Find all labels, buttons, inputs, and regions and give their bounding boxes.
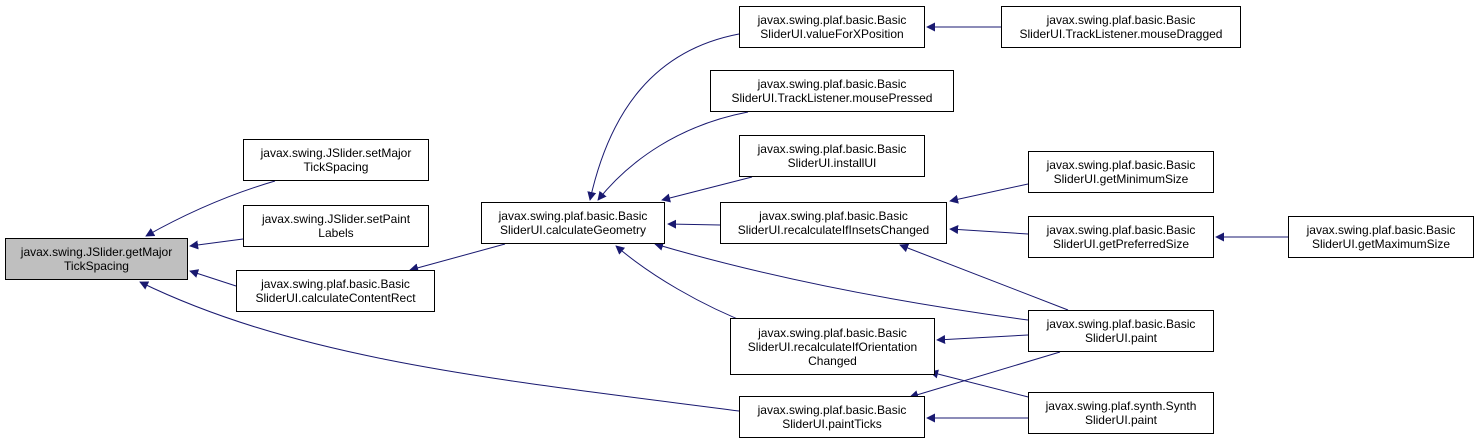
edge-getPreferredSize-to-recalculateIfInsetsChanged xyxy=(949,225,1029,235)
edge-mousePressed-to-calculateGeometry xyxy=(597,111,749,201)
node-calculateGeometry[interactable]: javax.swing.plaf.basic.Basic SliderUI.ca… xyxy=(481,202,665,244)
edge-recalculateIfInsetsChanged-to-calculateGeometry xyxy=(667,219,721,229)
edge-paint-to-recalculateIfOrientationChanged xyxy=(936,334,1029,345)
node-setMajorTickSpacing[interactable]: javax.swing.JSlider.setMajor TickSpacing xyxy=(243,139,429,181)
edge-calculateGeometry-to-calculateContentRect xyxy=(409,243,506,273)
edge-setPaintLabels-to-getMajorTickSpacing xyxy=(189,238,244,250)
node-paintTicks[interactable]: javax.swing.plaf.basic.Basic SliderUI.pa… xyxy=(739,396,925,438)
node-calculateContentRect[interactable]: javax.swing.plaf.basic.Basic SliderUI.ca… xyxy=(236,270,435,312)
node-getMaximumSize[interactable]: javax.swing.plaf.basic.Basic SliderUI.ge… xyxy=(1288,216,1474,258)
node-recalculateIfInsetsChanged[interactable]: javax.swing.plaf.basic.Basic SliderUI.re… xyxy=(720,202,947,244)
edge-installUI-to-calculateGeometry xyxy=(661,176,753,203)
node-synthPaint[interactable]: javax.swing.plaf.synth.Synth SliderUI.pa… xyxy=(1028,392,1214,434)
node-getMajorTickSpacing[interactable]: javax.swing.JSlider.getMajor TickSpacing xyxy=(5,238,188,280)
node-getPreferredSize[interactable]: javax.swing.plaf.basic.Basic SliderUI.ge… xyxy=(1028,216,1214,258)
edge-recalculateIfOrientationChanged-to-calculateGeometry xyxy=(615,245,756,327)
node-recalculateIfOrientationChanged[interactable]: javax.swing.plaf.basic.Basic SliderUI.re… xyxy=(730,318,935,375)
edge-paintTicks-to-getMajorTickSpacing xyxy=(139,281,740,412)
node-setPaintLabels[interactable]: javax.swing.JSlider.setPaint Labels xyxy=(243,205,429,247)
edge-calculateContentRect-to-getMajorTickSpacing xyxy=(189,269,237,287)
edge-getMinimumSize-to-recalculateIfInsetsChanged xyxy=(949,183,1029,204)
edge-valueForXPosition-to-calculateGeometry xyxy=(587,33,740,201)
node-installUI[interactable]: javax.swing.plaf.basic.Basic SliderUI.in… xyxy=(739,135,925,177)
node-paint[interactable]: javax.swing.plaf.basic.Basic SliderUI.pa… xyxy=(1028,310,1214,352)
node-mousePressed[interactable]: javax.swing.plaf.basic.Basic SliderUI.Tr… xyxy=(710,70,954,112)
edge-paint-to-calculateGeometry xyxy=(654,241,1029,321)
edge-paint-to-recalculateIfInsetsChanged xyxy=(899,243,1069,311)
edge-paint-to-paintTicks xyxy=(909,351,1061,399)
edge-synthPaint-to-recalculateIfOrientationChanged xyxy=(929,369,1041,401)
node-mouseDragged[interactable]: javax.swing.plaf.basic.Basic SliderUI.Tr… xyxy=(1001,6,1241,48)
node-getMinimumSize[interactable]: javax.swing.plaf.basic.Basic SliderUI.ge… xyxy=(1028,151,1214,193)
edge-setMajorTickSpacing-to-getMajorTickSpacing xyxy=(145,180,276,237)
node-valueForXPosition[interactable]: javax.swing.plaf.basic.Basic SliderUI.va… xyxy=(739,6,925,48)
